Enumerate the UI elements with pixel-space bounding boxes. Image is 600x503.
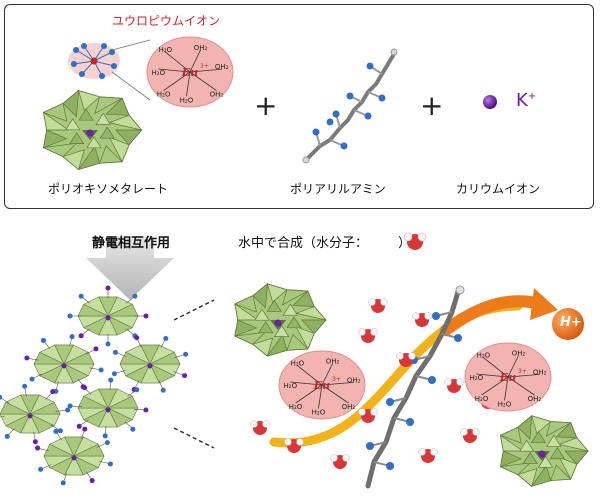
- water-ligand-label: OH₂: [528, 395, 542, 403]
- water-ligand-label: OH₂: [342, 403, 356, 411]
- framework-pom-node: [35, 426, 113, 486]
- europium-charge: 3+: [518, 368, 527, 375]
- framework-pom-node: [0, 383, 71, 445]
- water-ligand-label: OH₂: [347, 376, 361, 384]
- water-ligand-label: H₂O: [284, 382, 298, 390]
- europium-charge: 3+: [200, 63, 209, 70]
- pom-top-shape: [42, 89, 143, 171]
- water-molecule: [418, 448, 438, 463]
- amine-nitrogen: [366, 442, 374, 450]
- europium-charge: 3+: [332, 376, 341, 383]
- crystal-framework: [0, 285, 189, 486]
- framework-pom-node: [111, 335, 189, 393]
- water-ligand-label: OH₂: [215, 63, 229, 71]
- water-ligand-label: OH₂: [210, 91, 224, 99]
- framework-pom-node: [67, 377, 149, 439]
- europium-ion-label: ユウロピウムイオン: [112, 14, 221, 28]
- plus-sign-1: +: [254, 89, 278, 122]
- water-molecule: [330, 454, 350, 469]
- proton-hop-arrow: [440, 295, 546, 336]
- polyoxometalate-label: ポリオキソメタレート: [48, 182, 169, 196]
- polyoxometalate-cluster-zoom-1: [226, 278, 330, 362]
- amine-nitrogen: [454, 334, 462, 342]
- water-ligand-label: H₂O: [475, 395, 489, 403]
- eu-ball-stick-cluster: [68, 43, 120, 79]
- framework-pom-node: [24, 334, 104, 394]
- polyoxometalate-cluster: [34, 84, 146, 176]
- water-ligand-label: H₂O: [312, 409, 326, 417]
- amine-nitrogen: [432, 312, 440, 320]
- water-molecule: [396, 352, 416, 367]
- water-ligand-label: H₂O: [477, 352, 491, 360]
- water-molecule-icon: [403, 232, 427, 250]
- water-molecule: [358, 408, 378, 423]
- europium-symbol: Eu: [499, 371, 516, 384]
- down-arrow-icon: [86, 236, 174, 300]
- reactants-panel: [4, 4, 594, 209]
- water-molecule: [284, 438, 304, 453]
- polyallylamine-label: ポリアリルアミン: [290, 182, 386, 196]
- potassium-ion-label: カリウムイオン: [456, 182, 541, 196]
- potassium-symbol: K+: [516, 90, 537, 111]
- proton-sphere: [552, 308, 584, 340]
- proton-hop-arrowhead: [530, 288, 558, 320]
- water-ligand-label: OH₂: [326, 358, 340, 366]
- water-molecule: [460, 428, 480, 443]
- polyoxometalate-cluster-zoom-2: [492, 410, 592, 492]
- water-ligand-label: OH₂: [194, 44, 208, 52]
- water-molecule: [250, 420, 270, 435]
- amine-nitrogen: [386, 462, 394, 470]
- amine-nitrogen: [386, 398, 394, 406]
- proton-label: H+: [560, 315, 582, 330]
- water-ligand-label: H₂O: [157, 91, 171, 99]
- water-molecule: [368, 298, 388, 313]
- potassium-ion-sphere: [483, 95, 497, 109]
- electrostatic-interaction-label: 静電相互作用: [92, 236, 171, 251]
- water-molecule: [412, 312, 432, 327]
- water-ligand-label: H₂O: [159, 46, 173, 54]
- water-ligand-label: H₂O: [291, 360, 305, 368]
- water-ligand-label: OH₂: [512, 350, 526, 358]
- europium-symbol: Eu: [313, 379, 330, 392]
- water-molecule: [444, 378, 464, 393]
- water-ligand-label: H₂O: [152, 69, 166, 77]
- pom-zoom-1-shape: [233, 283, 327, 357]
- framework-pom-node: [67, 285, 149, 347]
- polyallylamine-molecule: [302, 48, 398, 164]
- water-molecule: [358, 328, 378, 343]
- europium-symbol: Eu: [181, 66, 198, 79]
- water-ligand-label: H₂O: [289, 403, 303, 411]
- amine-nitrogen: [428, 376, 436, 384]
- water-ligand-label: H₂O: [498, 401, 512, 409]
- plus-sign-2: +: [420, 89, 444, 122]
- amine-nitrogen: [406, 418, 414, 426]
- water-ligand-label: H₂O: [470, 374, 484, 382]
- water-ligand-label: H₂O: [180, 96, 194, 104]
- polyallylamine-chain-zoom: [365, 289, 461, 489]
- water-ligand-label: OH₂: [533, 368, 547, 376]
- pom-zoom-2-shape: [499, 415, 589, 487]
